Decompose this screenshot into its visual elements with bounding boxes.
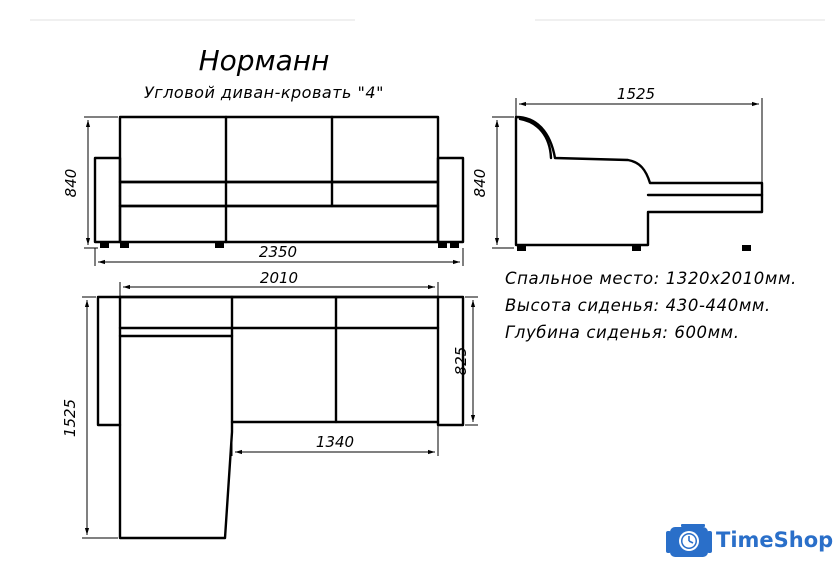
spec-sleeping-area: Спальное место: 1320х2010мм. bbox=[505, 269, 797, 288]
front-height-label: 840 bbox=[62, 169, 80, 198]
brand-name: TimeShop bbox=[716, 528, 833, 552]
top-section-width-label: 1340 bbox=[316, 433, 354, 451]
side-height-label: 840 bbox=[471, 169, 489, 198]
top-outline bbox=[96, 295, 465, 540]
top-view: 2010 1525 825 1340 bbox=[61, 269, 478, 540]
side-view: 1525 840 bbox=[471, 85, 764, 251]
front-width-label: 2350 bbox=[259, 243, 297, 261]
front-base bbox=[118, 204, 440, 244]
brand-logo[interactable]: TimeShop bbox=[666, 524, 833, 557]
spec-seat-depth: Глубина сиденья: 600мм. bbox=[505, 323, 740, 342]
spec-seat-height: Высота сиденья: 430-440мм. bbox=[505, 296, 771, 315]
specs: Спальное место: 1320х2010мм. Высота сиде… bbox=[505, 269, 797, 342]
front-armrest-right bbox=[436, 156, 465, 244]
suitcase-clock-icon bbox=[666, 524, 712, 557]
front-seat bbox=[118, 180, 440, 208]
top-width-label: 2010 bbox=[260, 269, 298, 287]
side-depth-label: 1525 bbox=[617, 85, 655, 103]
top-section-depth-label: 825 bbox=[452, 347, 470, 376]
side-outline bbox=[514, 115, 764, 247]
front-view: 840 2350 bbox=[62, 115, 465, 266]
top-depth-label: 1525 bbox=[61, 399, 79, 437]
front-armrest-left bbox=[93, 156, 122, 244]
subtitle: Угловой диван-кровать "4" bbox=[144, 83, 384, 102]
title: Норманн bbox=[199, 44, 330, 77]
front-backrest bbox=[118, 115, 440, 184]
